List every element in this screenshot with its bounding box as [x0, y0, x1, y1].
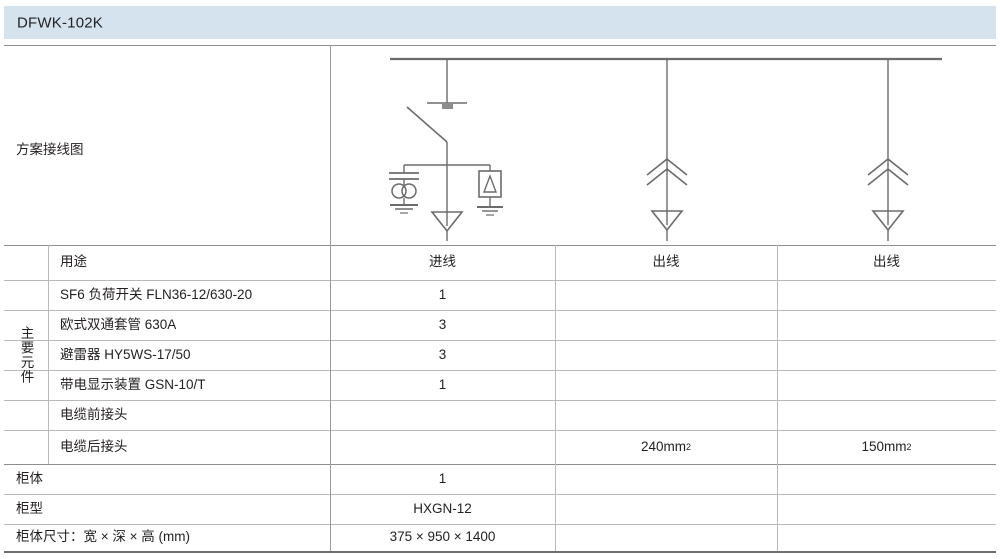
switch-contact-block — [442, 103, 453, 109]
column-header-outgoing-2: 出线 — [873, 254, 900, 270]
table-cell — [555, 370, 777, 400]
row-divider-4 — [4, 400, 996, 401]
table-row-label: 欧式双通套管 630A — [60, 316, 177, 332]
table-row-label: 带电显示装置 GSN-10/T — [60, 376, 206, 392]
earth-symbol-vt — [390, 204, 418, 214]
table-cell: 1 — [438, 470, 447, 486]
row-divider-usage — [4, 280, 996, 281]
scheme-diagram-label: 方案接线图 — [16, 142, 84, 157]
earth-symbol-arrester — [477, 206, 503, 216]
col-divider-c2 — [777, 245, 778, 551]
single-line-diagram — [334, 45, 996, 245]
column-header-incoming: 进线 — [429, 254, 456, 270]
table-cell: 375 × 950 × 1400 — [389, 529, 496, 545]
table-cell: 1 — [438, 286, 447, 302]
row-divider-8 — [4, 524, 996, 525]
table-cell — [777, 340, 996, 370]
table-cell — [330, 400, 555, 430]
table-cell — [777, 494, 996, 524]
table-cell — [777, 524, 996, 551]
table-row-label: 避雷器 HY5WS-17/50 — [60, 346, 191, 362]
row-divider-5 — [4, 430, 996, 431]
table-cell — [777, 400, 996, 430]
table-border-top — [4, 45, 996, 46]
table-row-label: 柜型 — [16, 500, 43, 516]
row-divider-7 — [4, 494, 996, 495]
model-title-bar: DFWK-102K — [4, 6, 996, 39]
col-divider-label — [330, 45, 331, 551]
table-cell: 3 — [438, 346, 447, 362]
table-cell — [555, 400, 777, 430]
row-divider-diagram — [4, 245, 996, 246]
table-cell — [330, 430, 555, 464]
live-display-device — [389, 165, 419, 214]
table-cell — [555, 310, 777, 340]
page-title: DFWK-102K — [17, 14, 103, 31]
table-row-label: 柜体 — [16, 470, 43, 486]
table-cell — [555, 494, 777, 524]
table-row-label: 柜体尺寸：宽 × 深 × 高 (mm) — [16, 529, 191, 545]
table-row-label: 电缆前接头 — [60, 406, 128, 422]
cable-termination-outgoing-1 — [650, 210, 684, 241]
outgoing-feeder-2-branch — [867, 59, 909, 241]
cable-connector-chevrons-2 — [867, 157, 909, 186]
group-label-text: 主要元件 — [18, 325, 34, 384]
vt-coil-left — [391, 183, 407, 199]
col-divider-c1 — [555, 245, 556, 551]
table-border-bottom — [4, 551, 996, 553]
cable-termination-incoming — [430, 211, 464, 241]
switch-blade — [406, 106, 448, 143]
table-cell: 1 — [438, 376, 447, 392]
table-cell: HXGN-12 — [413, 500, 472, 516]
table-cell — [777, 310, 996, 340]
table-cell — [777, 280, 996, 310]
table-cell — [555, 524, 777, 551]
spec-table: 方案接线图 主要元件 用途 进线 出线 出线 SF6 负荷开关 FLN36-12… — [4, 45, 996, 553]
incoming-feeder-branch — [389, 59, 503, 241]
row-divider-3 — [4, 370, 996, 371]
group-label-main-components: 主要元件 — [4, 245, 48, 464]
arrester-triangle — [482, 174, 498, 193]
table-cell: 3 — [438, 316, 447, 332]
table-cell — [555, 464, 777, 494]
row-divider-2 — [4, 340, 996, 341]
row-label-usage: 用途 — [60, 254, 87, 270]
row-divider-6 — [4, 464, 996, 465]
col-divider-group — [48, 245, 49, 464]
cable-termination-outgoing-2 — [871, 210, 905, 241]
table-row-label: 电缆后接头 — [60, 438, 128, 454]
vt-coil-right — [401, 183, 417, 199]
outgoing-feeder-1-branch — [646, 59, 688, 241]
surge-arrester — [477, 165, 503, 216]
table-cell — [777, 464, 996, 494]
row-divider-1 — [4, 310, 996, 311]
table-cell — [777, 370, 996, 400]
cable-connector-chevrons-1 — [646, 157, 688, 186]
table-cell — [555, 280, 777, 310]
column-header-outgoing-1: 出线 — [652, 254, 680, 270]
table-cell — [555, 340, 777, 370]
table-row-label: SF6 负荷开关 FLN36-12/630-20 — [60, 286, 253, 302]
